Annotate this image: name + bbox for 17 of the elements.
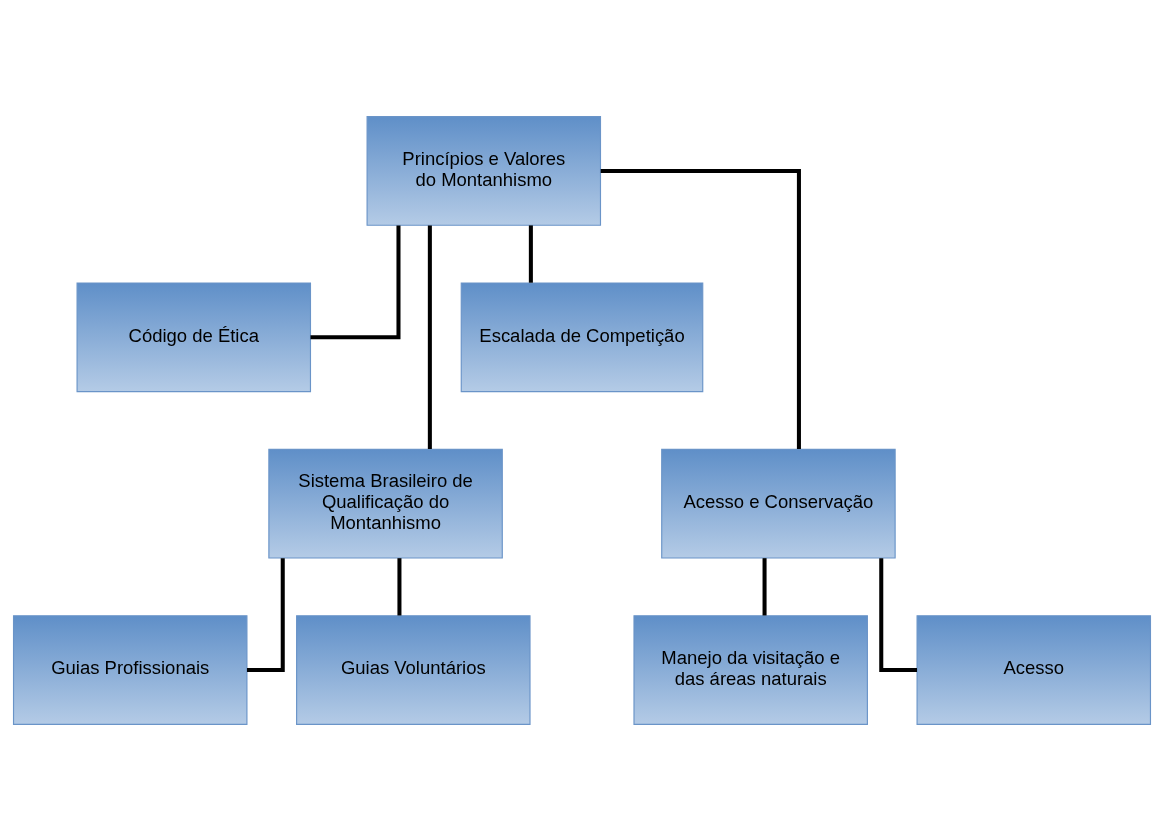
node-box: Guias Voluntários (296, 614, 531, 725)
node-box: Manejo da visitação e das áreas naturais (633, 614, 868, 725)
node-box: Sistema Brasileiro de Qualificação do Montanhismo (268, 448, 503, 559)
node-box: Acesso e Conservação (661, 448, 896, 559)
connector (762, 557, 767, 615)
node-box: Código de Ética (76, 281, 312, 392)
connector (427, 225, 432, 449)
node-box: Acesso (916, 614, 1152, 725)
node-box: Guias Profissionais (12, 614, 248, 725)
node-box: Princípios e Valores do Montanhismo (366, 115, 602, 226)
connector (600, 168, 801, 449)
connector (397, 557, 402, 615)
connector (310, 224, 401, 339)
connector (247, 557, 285, 672)
connector (528, 224, 533, 283)
node-box: Escalada de Competição (460, 281, 704, 392)
connector (879, 557, 917, 672)
